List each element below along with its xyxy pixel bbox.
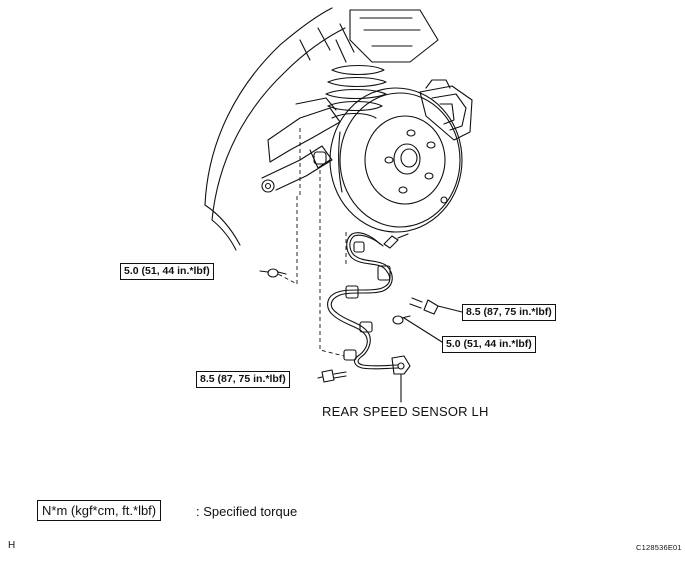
harness-clamps <box>343 265 391 361</box>
torque-callout-left: 5.0 (51, 44 in.*lbf) <box>120 263 214 280</box>
brake-disc <box>329 87 463 233</box>
legend-torque-unit-box: N*m (kgf*cm, ft.*lbf) <box>37 500 162 521</box>
wheel-arch-outline <box>204 7 346 251</box>
torque-callout-middle-right: 5.0 (51, 44 in.*lbf) <box>442 336 536 353</box>
torque-callout-upper-right: 8.5 (87, 75 in.*lbf) <box>462 304 556 321</box>
legend-description: : Specified torque <box>196 504 298 519</box>
sensor-connector <box>353 233 409 253</box>
corner-letter: H <box>8 540 16 551</box>
bolt-left <box>267 268 287 278</box>
coil-spring <box>325 64 387 119</box>
part-label: REAR SPEED SENSOR LH <box>322 404 489 419</box>
suspension-arm <box>261 97 341 193</box>
alignment-dashed-lines <box>277 128 347 357</box>
callout-leaders <box>259 270 463 379</box>
speed-sensor-body <box>391 355 411 375</box>
sensor-wire-harness <box>327 232 399 370</box>
chassis-upper <box>335 9 439 63</box>
bolt-upper-right <box>409 297 439 315</box>
bolt-middle-right <box>392 315 411 325</box>
brake-caliper <box>419 79 473 141</box>
torque-callout-bottom: 8.5 (87, 75 in.*lbf) <box>196 371 290 388</box>
bolt-bottom <box>321 369 347 383</box>
figure-code: C128536E01 <box>636 543 682 552</box>
